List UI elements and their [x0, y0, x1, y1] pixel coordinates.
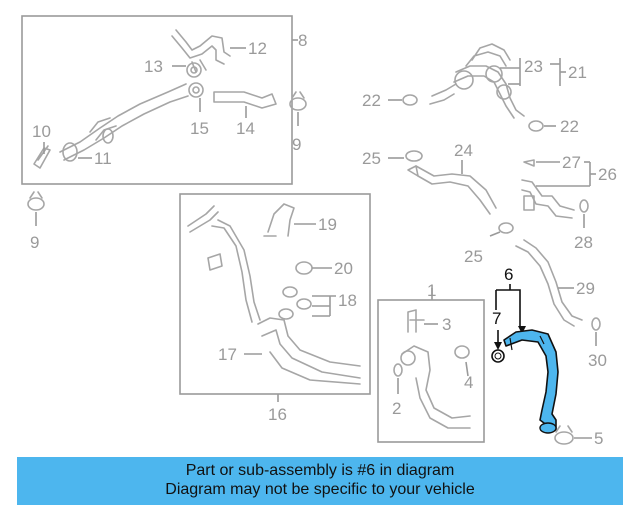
callout-25-top: 25 — [362, 149, 381, 168]
callout-23: 23 — [524, 57, 543, 76]
hose-29 — [515, 239, 583, 327]
callout-7: 7 — [492, 309, 501, 328]
callout-20: 20 — [334, 259, 353, 278]
callout-5: 5 — [594, 429, 603, 448]
callout-22-right: 22 — [560, 117, 579, 136]
callout-27: 27 — [562, 153, 581, 172]
callout-14: 14 — [236, 119, 255, 138]
callout-30: 30 — [588, 351, 607, 370]
callout-28: 28 — [574, 233, 593, 252]
pipe-16 — [187, 205, 261, 323]
callout-19: 19 — [318, 215, 337, 234]
callout-24: 24 — [454, 141, 473, 160]
clamp-25-top — [405, 150, 423, 162]
group-8: 8 11 10 12 13 15 14 — [21, 15, 307, 185]
hose-24 — [415, 165, 497, 215]
group-21: 23 21 22 22 — [362, 43, 587, 136]
o-ring-2 — [393, 363, 403, 377]
hose-17 — [257, 317, 361, 385]
callout-22-left: 22 — [362, 91, 381, 110]
clamp-25-bottom — [498, 222, 514, 234]
callout-18: 18 — [338, 291, 357, 310]
clamp-18b — [296, 298, 312, 310]
group-1-frame — [377, 299, 485, 443]
group-29: 29 30 — [515, 239, 607, 370]
clamp-18a — [282, 286, 298, 298]
hose-14 — [213, 91, 277, 109]
part-6-highlight: 6 7 — [491, 265, 559, 434]
clamp-22-right — [528, 120, 544, 132]
callout-11: 11 — [94, 149, 112, 168]
hose-26 — [521, 179, 575, 219]
clamp-9-right: 9 — [289, 91, 307, 154]
clamp-15 — [188, 82, 204, 98]
callout-15: 15 — [190, 119, 209, 138]
coolant-pipe — [59, 83, 189, 161]
group-1: 1 3 4 2 — [377, 281, 485, 443]
callout-17: 17 — [218, 345, 237, 364]
clamp-13 — [186, 62, 202, 78]
banner-line-1: Part or sub-assembly is #6 in diagram — [185, 462, 455, 479]
pipe-1 — [401, 345, 471, 429]
hose-23 — [453, 65, 525, 119]
callout-9-right: 9 — [292, 135, 301, 154]
callout-2: 2 — [392, 399, 401, 418]
callout-21: 21 — [568, 63, 587, 82]
clamp-20 — [295, 261, 313, 275]
banner-line-2: Diagram may not be specific to your vehi… — [165, 481, 475, 498]
group-16-frame — [179, 193, 371, 395]
callout-10: 10 — [32, 122, 51, 141]
group-24: 25 24 25 — [362, 141, 514, 266]
hose-19 — [263, 203, 295, 237]
part-info-banner: Part or sub-assembly is #6 in diagram Di… — [17, 457, 623, 505]
callout-25-bottom: 25 — [464, 247, 483, 266]
clamp-22-left — [402, 94, 418, 106]
callout-16: 16 — [268, 405, 287, 424]
group-16: 16 19 20 18 17 — [179, 193, 371, 424]
callout-8: 8 — [298, 31, 307, 50]
cap-4 — [454, 345, 470, 359]
leader-6 — [495, 284, 521, 328]
clamp-9-left: 9 — [27, 191, 45, 252]
callout-12: 12 — [248, 39, 267, 58]
callout-29: 29 — [576, 279, 595, 298]
group-26: 27 26 28 — [521, 153, 617, 252]
o-ring-30 — [591, 317, 601, 331]
hose-12 — [171, 29, 231, 65]
callout-1: 1 — [427, 281, 436, 300]
callout-6: 6 — [504, 265, 513, 284]
clamp-5: 5 — [554, 425, 603, 448]
callout-4: 4 — [464, 373, 473, 392]
clamp-11 — [62, 142, 78, 162]
callout-9-left: 9 — [30, 233, 39, 252]
callout-13: 13 — [144, 57, 163, 76]
bracket-3 — [407, 309, 425, 333]
pipe-end-10 — [33, 145, 51, 169]
callout-26: 26 — [598, 165, 617, 184]
o-ring-28 — [579, 199, 589, 213]
hose-23-top — [465, 43, 511, 67]
o-ring-7 — [491, 349, 505, 363]
callout-3: 3 — [442, 315, 451, 334]
pipe-branch — [89, 117, 117, 141]
hose-6 — [503, 329, 559, 431]
